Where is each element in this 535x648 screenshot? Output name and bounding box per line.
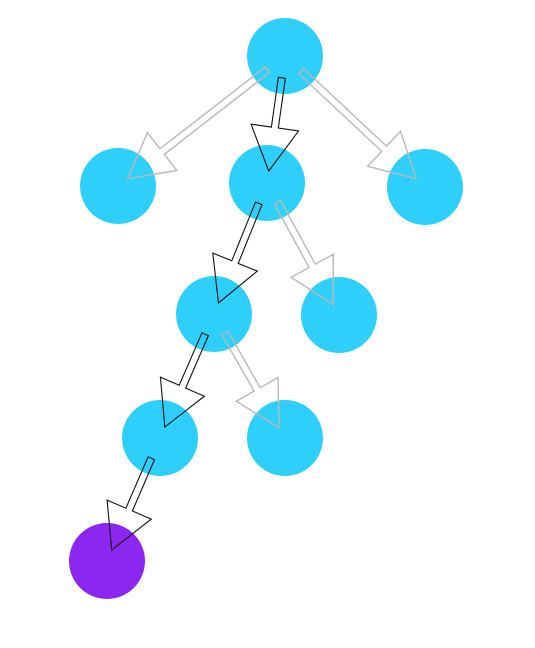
tree-node-n8 xyxy=(247,400,323,476)
edge-arrow-n5-n8 xyxy=(220,330,280,429)
edges-layer xyxy=(106,65,418,552)
edge-arrow-n3-n5-active xyxy=(212,201,263,304)
edge-arrow-n1-n4 xyxy=(297,67,418,180)
tree-node-n2 xyxy=(80,148,156,224)
edge-arrow-n1-n3-active xyxy=(250,76,300,173)
nodes-layer xyxy=(69,18,463,599)
edge-arrow-n3-n6 xyxy=(273,199,334,306)
tree-node-n7 xyxy=(122,400,198,476)
edge-arrow-n5-n7-active xyxy=(159,332,210,429)
tree-node-n9-target xyxy=(69,523,145,599)
tree-node-n4 xyxy=(387,149,463,225)
edge-arrow-n7-n9-active xyxy=(106,456,156,552)
edge-arrow-n1-n2 xyxy=(126,65,271,180)
tree-node-n3 xyxy=(229,145,305,221)
tree-node-n5 xyxy=(176,276,252,352)
tree-node-n6 xyxy=(301,277,377,353)
